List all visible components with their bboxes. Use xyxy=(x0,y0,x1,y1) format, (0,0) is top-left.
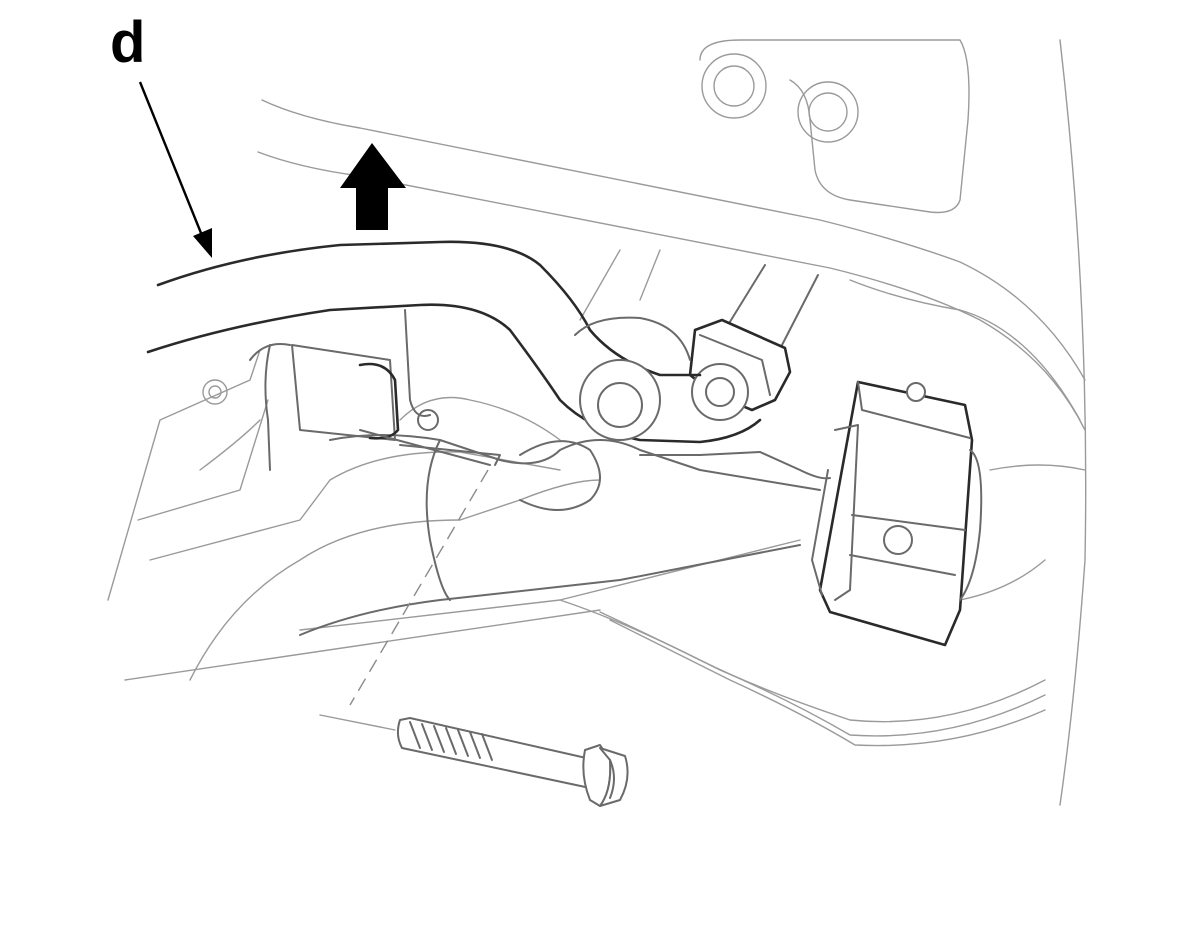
callout-label-d: d xyxy=(110,10,146,75)
callout-leader-arrow xyxy=(138,81,212,258)
stabilizer-bar xyxy=(146,240,831,480)
stabilizer-link xyxy=(688,264,819,421)
alignment-guide xyxy=(319,469,489,731)
bushing-bracket xyxy=(249,309,501,471)
mounting-bolt xyxy=(396,717,629,807)
stabilizer-bar-bushing xyxy=(811,380,983,647)
up-arrow-icon xyxy=(340,143,406,230)
lower-arm xyxy=(299,434,821,636)
sub-frame xyxy=(107,39,1087,806)
